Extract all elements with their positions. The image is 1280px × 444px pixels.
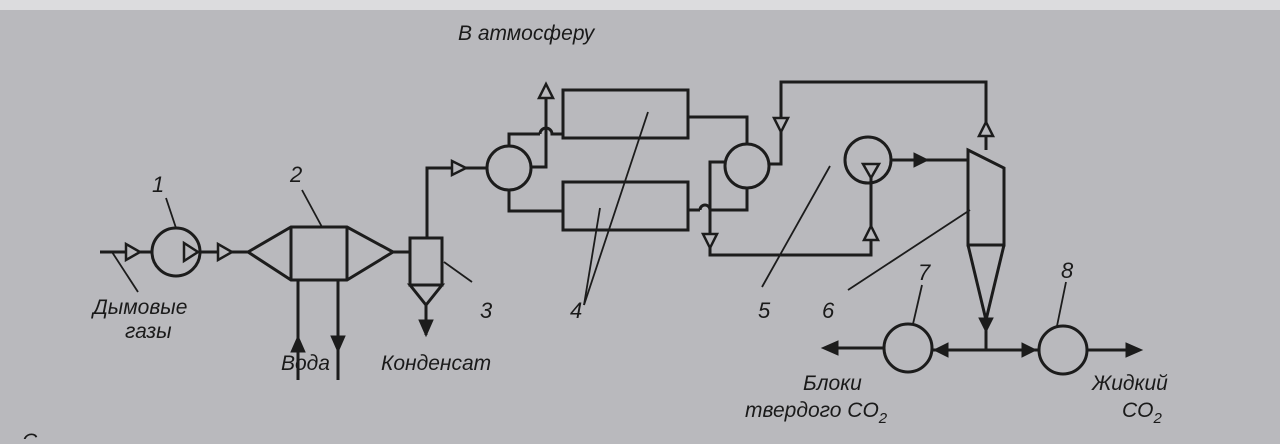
- label-7: 7: [918, 260, 931, 285]
- heat-exchanger-2: [245, 189, 410, 380]
- separator-3: [406, 158, 487, 338]
- water-label: Вода: [281, 352, 330, 375]
- label-8: 8: [1061, 258, 1074, 283]
- label-5: 5: [758, 298, 771, 323]
- blower-1: [150, 197, 248, 278]
- condensate-label: Конденсат: [381, 352, 491, 375]
- dry-ice-label-1: Блоки: [803, 372, 862, 395]
- label-2: 2: [289, 162, 302, 187]
- scan-top-edge: [0, 0, 1280, 10]
- switch-valve-out: [688, 80, 996, 257]
- label-3: 3: [480, 298, 493, 323]
- flue-gas-inlet: [100, 241, 152, 293]
- label-6: 6: [822, 298, 835, 323]
- caption-fragment: С: [22, 430, 38, 439]
- expander-5: [761, 135, 968, 288]
- label-1: 1: [152, 172, 164, 197]
- liquid-co2-label-1: Жидкий: [1091, 372, 1168, 395]
- column-6: [847, 147, 1006, 350]
- dry-ice-label-2: твердого CO2: [745, 399, 888, 427]
- liquid-co2-label-2: CO2: [1122, 399, 1163, 427]
- switch-valve-in: [485, 81, 563, 213]
- flue-gases-label-1: Дымовые: [91, 296, 187, 319]
- flue-gases-label-2: газы: [125, 320, 172, 343]
- adsorbers-4: [561, 88, 690, 306]
- to-atmosphere-label: В атмосферу: [458, 22, 596, 45]
- outputs-7-8: [820, 281, 1144, 376]
- label-4: 4: [570, 298, 582, 323]
